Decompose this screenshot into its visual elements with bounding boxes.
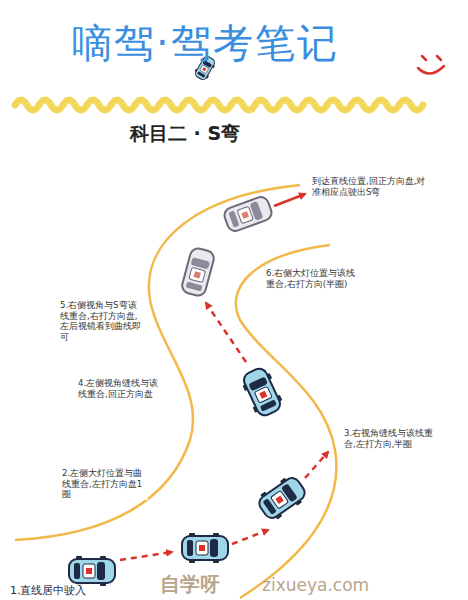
step-note: 5.右侧视角与S弯该线重合,右打方向盘,左后视镜看到曲线即可	[60, 300, 142, 343]
watermark: zixueya.com	[262, 575, 369, 596]
step-note: 3.右视角缝线与该线重合,左打方向,半圈	[344, 428, 436, 449]
watermark: 自学呀	[160, 572, 220, 597]
car	[182, 533, 228, 563]
route-arrows	[120, 194, 328, 560]
car	[69, 556, 115, 586]
road-border	[15, 185, 300, 540]
smiley	[418, 56, 444, 74]
step-note: 到达直线位置,回正方向盘,对准相应点驶出S弯	[312, 176, 432, 197]
road-border	[236, 245, 337, 598]
wavy-band	[15, 100, 423, 110]
step-note: 4.左侧视角缝线与该线重合,回正方向盘	[78, 378, 166, 399]
car	[180, 247, 215, 298]
car	[222, 195, 273, 233]
step-note: 2.左侧大灯位置与曲线重合,左打方向盘1圈	[62, 468, 148, 500]
title: 嘀驾·驾考笔记	[72, 18, 339, 68]
subtitle: 科目二 · S弯	[130, 122, 240, 146]
step-note: 6.右侧大灯位置与该线重合,右打方向(半圈)	[266, 268, 362, 289]
step-note: 1.直线居中驶入	[10, 584, 87, 598]
car	[255, 473, 310, 524]
car	[239, 365, 286, 419]
